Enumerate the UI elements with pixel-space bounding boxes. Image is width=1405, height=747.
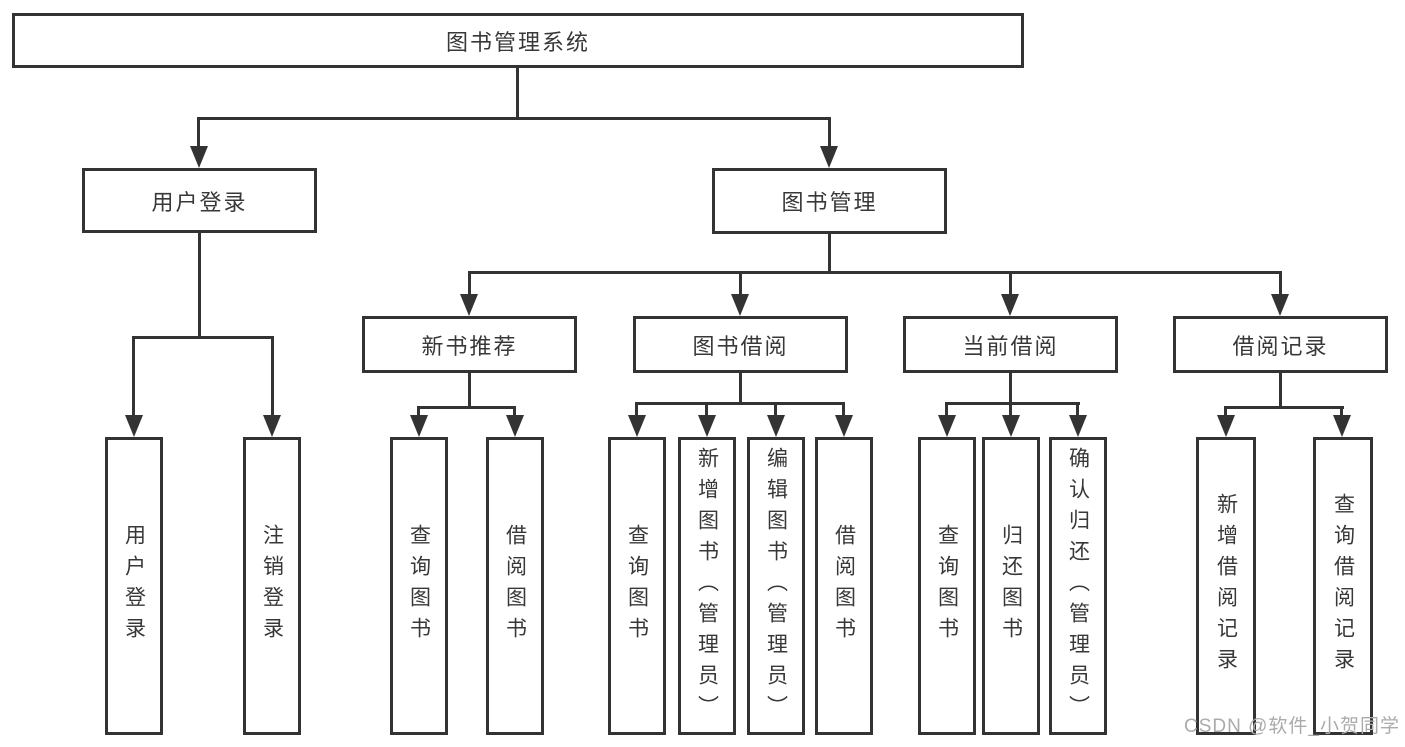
node-leaf-return-books: 归还图书 xyxy=(982,437,1040,735)
connector-to-new-book-recommend xyxy=(468,271,471,297)
connector-to-leaf-user-login xyxy=(132,336,135,416)
connector-to-cb-return xyxy=(1009,402,1012,417)
node-label: 用户登录 xyxy=(122,524,146,648)
node-leaf-query-books-borrowing: 查询图书 xyxy=(608,437,666,735)
connector-current-borrowing-branch xyxy=(945,402,1080,405)
connector-to-borrowing-records xyxy=(1279,271,1282,297)
connector-level2-branch xyxy=(197,117,831,120)
node-leaf-borrow-books-borrowing: 借阅图书 xyxy=(815,437,873,735)
arrow-down-icon xyxy=(938,415,956,437)
node-book-management: 图书管理 xyxy=(712,168,947,234)
connector-to-current-borrowing xyxy=(1009,271,1012,297)
connector-to-br-add xyxy=(1224,406,1227,417)
node-label: 借阅图书 xyxy=(503,524,527,648)
connector-book-management-stub xyxy=(828,234,831,272)
node-label: 查询图书 xyxy=(407,524,431,648)
node-label: 当前借阅 xyxy=(962,333,1059,359)
arrow-down-icon xyxy=(1333,415,1351,437)
connector-to-book-borrowing xyxy=(739,271,742,297)
connector-user-login-branch xyxy=(132,336,274,339)
arrow-down-icon xyxy=(410,415,428,437)
connector-borrowing-records-branch xyxy=(1224,406,1344,409)
node-leaf-edit-book-admin: 编辑图书（管理员） xyxy=(747,437,805,735)
node-label: 新增图书（管理员） xyxy=(695,446,719,726)
node-leaf-user-login: 用户登录 xyxy=(105,437,163,735)
connector-to-nb-borrow xyxy=(513,406,516,417)
connector-to-user-login xyxy=(197,117,200,148)
node-label: 查询图书 xyxy=(625,524,649,648)
arrow-down-icon xyxy=(1002,415,1020,437)
node-borrowing-records: 借阅记录 xyxy=(1173,316,1388,373)
node-user-login: 用户登录 xyxy=(82,168,317,233)
connector-to-cb-query xyxy=(945,402,948,417)
arrow-down-icon xyxy=(628,415,646,437)
connector-current-borrowing-stub xyxy=(1009,373,1012,403)
node-label: 用户登录 xyxy=(151,189,248,215)
node-label: 新书推荐 xyxy=(421,333,518,359)
arrow-down-icon xyxy=(460,294,478,316)
connector-to-leaf-logout xyxy=(271,336,274,416)
arrow-down-icon xyxy=(506,415,524,437)
arrow-down-icon xyxy=(698,415,716,437)
connector-to-nb-query xyxy=(417,406,420,417)
connector-to-bb-edit xyxy=(774,402,777,417)
arrow-down-icon xyxy=(835,415,853,437)
arrow-down-icon xyxy=(820,146,838,168)
node-label: 图书管理 xyxy=(781,190,878,215)
connector-book-borrowing-branch xyxy=(635,402,845,405)
arrow-down-icon xyxy=(125,415,143,437)
connector-to-bb-add xyxy=(705,402,708,417)
arrow-down-icon xyxy=(263,415,281,437)
arrow-down-icon xyxy=(190,146,208,168)
connector-root-stub xyxy=(516,68,519,118)
node-new-book-recommend: 新书推荐 xyxy=(362,316,577,373)
node-label: 借阅图书 xyxy=(832,524,856,648)
connector-new-book-stub xyxy=(468,373,471,407)
node-label: 查询图书 xyxy=(935,524,959,648)
connector-to-bb-borrow xyxy=(842,402,845,417)
node-label: 查询借阅记录 xyxy=(1331,493,1355,679)
node-label: 注销登录 xyxy=(260,524,284,648)
node-label: 借阅记录 xyxy=(1232,333,1329,359)
arrow-down-icon xyxy=(1217,415,1235,437)
arrow-down-icon xyxy=(1001,294,1019,316)
csdn-watermark: CSDN @软件_小贺同学 xyxy=(1184,716,1400,737)
arrow-down-icon xyxy=(1271,294,1289,316)
connector-new-book-branch xyxy=(417,406,516,409)
connector-book-borrowing-stub xyxy=(739,373,742,403)
node-leaf-query-borrow-record: 查询借阅记录 xyxy=(1313,437,1373,735)
connector-borrowing-records-stub xyxy=(1279,373,1282,407)
node-label: 确认归还（管理员） xyxy=(1066,446,1090,726)
node-leaf-logout: 注销登录 xyxy=(243,437,301,735)
node-leaf-query-books-current: 查询图书 xyxy=(918,437,976,735)
connector-level3-branch xyxy=(468,271,1282,274)
node-leaf-borrow-books-recommend: 借阅图书 xyxy=(486,437,544,735)
node-label: 新增借阅记录 xyxy=(1214,493,1238,679)
node-label: 图书借阅 xyxy=(692,333,789,359)
arrow-down-icon xyxy=(1069,415,1087,437)
node-leaf-query-books-recommend: 查询图书 xyxy=(390,437,448,735)
node-leaf-confirm-return-admin: 确认归还（管理员） xyxy=(1049,437,1107,735)
connector-user-login-stub xyxy=(198,233,201,337)
arrow-down-icon xyxy=(731,294,749,316)
connector-to-book-management xyxy=(828,117,831,148)
node-library-system: 图书管理系统 xyxy=(12,13,1024,68)
node-book-borrowing: 图书借阅 xyxy=(633,316,848,373)
node-label: 图书管理系统 xyxy=(445,29,590,55)
node-leaf-add-book-admin: 新增图书（管理员） xyxy=(678,437,736,735)
connector-to-cb-confirm xyxy=(1076,402,1079,417)
connector-to-br-query xyxy=(1340,406,1343,417)
node-label: 编辑图书（管理员） xyxy=(764,446,788,726)
connector-to-bb-query xyxy=(635,402,638,417)
node-leaf-add-borrow-record: 新增借阅记录 xyxy=(1196,437,1256,735)
arrow-down-icon xyxy=(767,415,785,437)
node-label: 归还图书 xyxy=(999,524,1023,648)
node-current-borrowing: 当前借阅 xyxy=(903,316,1118,373)
